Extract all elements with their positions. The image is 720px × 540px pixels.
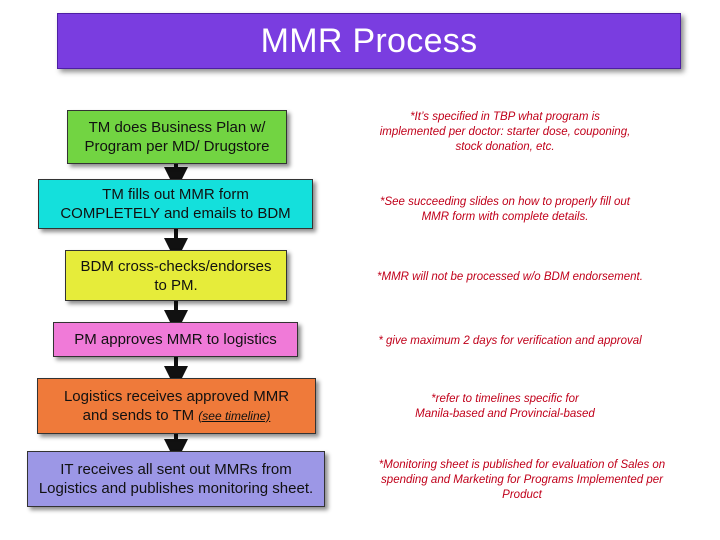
step-3-line-1: BDM cross-checks/endorses bbox=[80, 257, 272, 275]
step-bdm-endorse: BDM cross-checks/endorses to PM. bbox=[65, 250, 287, 301]
note-2-line-1: *See succeeding slides on how to properl… bbox=[380, 196, 630, 208]
note-4-line-1: * give maximum 2 days for verification a… bbox=[378, 335, 642, 347]
step-business-plan: TM does Business Plan w/ Program per MD/… bbox=[67, 110, 287, 164]
note-6-line-1: *Monitoring sheet is published for evalu… bbox=[378, 459, 666, 471]
step-5-line-2: and sends to TM bbox=[82, 406, 199, 424]
slide-title: MMR Process bbox=[260, 21, 478, 60]
note-1-line-2: implemented per doctor: starter dose, co… bbox=[379, 126, 631, 138]
step-6-line-1: IT receives all sent out MMRs from bbox=[60, 461, 292, 478]
note-1-line-3: stock donation, etc. bbox=[455, 141, 555, 153]
note-6-line-2: spending and Marketing for Programs Impl… bbox=[381, 474, 663, 486]
step-pm-approves: PM approves MMR to logistics bbox=[53, 322, 298, 357]
step-3-line-2: to PM. bbox=[154, 276, 198, 294]
note-1-line-1: *It’s specified in TBP what program is bbox=[410, 111, 600, 123]
note-tbp-program: *It’s specified in TBP what program is i… bbox=[350, 110, 660, 155]
note-bdm-endorsement: *MMR will not be processed w/o BDM endor… bbox=[350, 270, 670, 285]
note-3-line-1: *MMR will not be processed w/o BDM endor… bbox=[377, 271, 643, 283]
note-verification-days: * give maximum 2 days for verification a… bbox=[350, 334, 670, 349]
step-6-line-2: Logistics and publishes monitoring sheet… bbox=[38, 480, 314, 497]
note-succeeding-slides: *See succeeding slides on how to properl… bbox=[350, 195, 660, 225]
note-monitoring-sheet: *Monitoring sheet is published for evalu… bbox=[352, 458, 692, 503]
note-2-line-2: MMR form with complete details. bbox=[421, 211, 589, 223]
step-5-line-1: Logistics receives approved MMR bbox=[63, 387, 290, 405]
note-6-line-3: Product bbox=[502, 489, 542, 501]
note-timelines: *refer to timelines specific for Manila-… bbox=[350, 392, 660, 422]
step-4-line-1: PM approves MMR to logistics bbox=[74, 331, 277, 348]
step-it-monitoring: IT receives all sent out MMRs from Logis… bbox=[27, 451, 325, 507]
note-5-line-1: *refer to timelines specific for bbox=[431, 393, 579, 405]
note-5-line-2: Manila-based and Provincial-based bbox=[415, 408, 595, 420]
step-1-line-2: Program per MD/ Drugstore bbox=[84, 138, 270, 155]
step-fill-mmr-form: TM fills out MMR form COMPLETELY and ema… bbox=[38, 179, 313, 229]
slide-title-bar: MMR Process bbox=[57, 13, 681, 69]
step-1-line-1: TM does Business Plan w/ bbox=[88, 119, 266, 136]
see-timeline-link[interactable]: (see timeline) bbox=[198, 408, 271, 423]
step-2-line-1: TM fills out MMR form bbox=[102, 186, 249, 203]
step-2-line-2: COMPLETELY and emails to BDM bbox=[60, 205, 291, 222]
step-logistics: Logistics receives approved MMR and send… bbox=[37, 378, 316, 434]
